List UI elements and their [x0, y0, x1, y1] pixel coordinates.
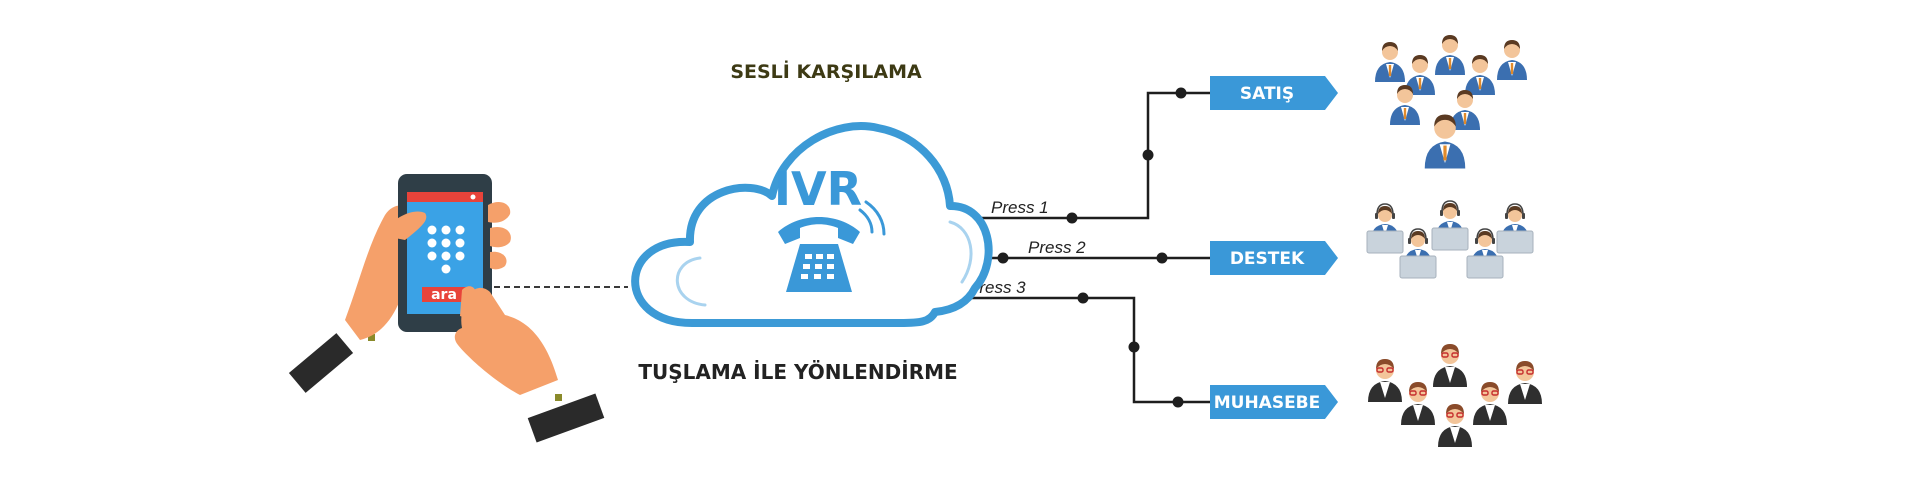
department-destek[interactable]: DESTEK [1210, 241, 1338, 275]
junction-dot [1077, 292, 1089, 304]
cloud-inner-highlight [675, 220, 973, 307]
department-label: DESTEK [1230, 249, 1305, 269]
route-line-3 [950, 296, 1210, 404]
department-label: SATIŞ [1240, 84, 1294, 104]
junction-dot [1142, 149, 1154, 161]
smartphone-icon: ara [288, 174, 605, 443]
support-team-icon [1366, 200, 1534, 279]
ivr-cloud: IVR [631, 122, 993, 327]
junction-dot [1066, 212, 1078, 224]
department-box [1210, 241, 1338, 275]
press-label-1: Press 1 [991, 198, 1049, 217]
caption: TUŞLAMA İLE YÖNLENDİRME [638, 360, 957, 384]
department-muhasebe[interactable]: MUHASEBE [1210, 385, 1338, 419]
junction-dot [1156, 252, 1168, 264]
call-button-label: ara [431, 287, 457, 303]
junction-dots [997, 87, 1187, 408]
department-label: MUHASEBE [1214, 393, 1321, 413]
accounting-team-icon [1367, 343, 1543, 448]
junction-dot [1128, 341, 1140, 353]
ivr-label: IVR [774, 162, 862, 216]
title: SESLİ KARŞILAMA [730, 59, 922, 83]
department-satis[interactable]: SATIŞ [1210, 76, 1338, 110]
press-label-2: Press 2 [1028, 238, 1086, 257]
department-box [1210, 385, 1338, 419]
junction-dot [997, 252, 1009, 264]
route-line-1 [946, 91, 1210, 220]
junction-dot [1175, 87, 1187, 99]
junction-dot [1172, 396, 1184, 408]
department-box [1210, 76, 1338, 110]
sales-team-icon [1375, 35, 1527, 169]
telephone-icon [778, 200, 886, 292]
